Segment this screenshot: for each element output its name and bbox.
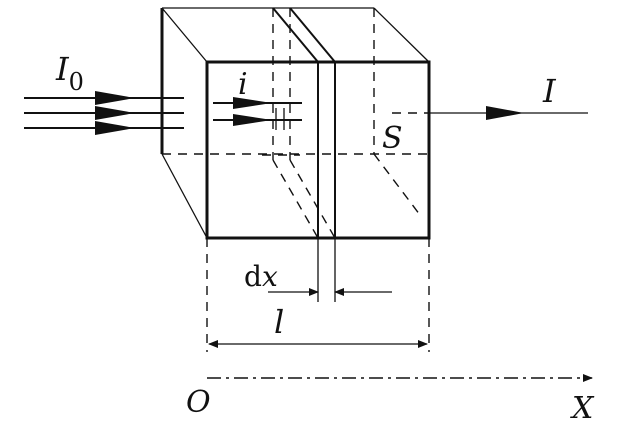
label-O: O xyxy=(186,385,211,420)
slab-bottom-left-receding xyxy=(161,153,208,239)
transmitted-beam xyxy=(392,106,588,120)
slab-top-left-receding xyxy=(161,7,208,63)
incident-beam xyxy=(24,91,184,135)
dx-dimension xyxy=(268,238,392,302)
layer-hidden-bottom-left xyxy=(272,159,319,239)
internal-arrowhead-top xyxy=(233,97,272,109)
layer-hidden-bottom-right xyxy=(289,159,336,239)
label-S: S xyxy=(382,121,403,156)
slab-top-right-receding xyxy=(373,7,430,63)
thin-layer-dx xyxy=(272,7,421,239)
incident-arrowhead-middle xyxy=(95,106,135,120)
label-I0: I0 xyxy=(55,50,84,96)
hidden-back-right-bottom xyxy=(373,153,421,216)
transmitted-arrowhead xyxy=(486,106,524,120)
internal-beam xyxy=(213,97,302,156)
label-I: I xyxy=(542,72,557,110)
label-l: l xyxy=(274,303,284,341)
label-i: i xyxy=(238,67,248,102)
l-dimension xyxy=(206,238,430,352)
incident-arrowhead-top xyxy=(95,91,135,105)
label-X: X xyxy=(570,391,595,426)
internal-arrowhead-bottom xyxy=(233,114,272,126)
layer-top-left xyxy=(272,7,319,63)
incident-arrowhead-bottom xyxy=(95,121,135,135)
label-dx: dx xyxy=(244,260,278,293)
layer-top-right xyxy=(289,7,336,63)
